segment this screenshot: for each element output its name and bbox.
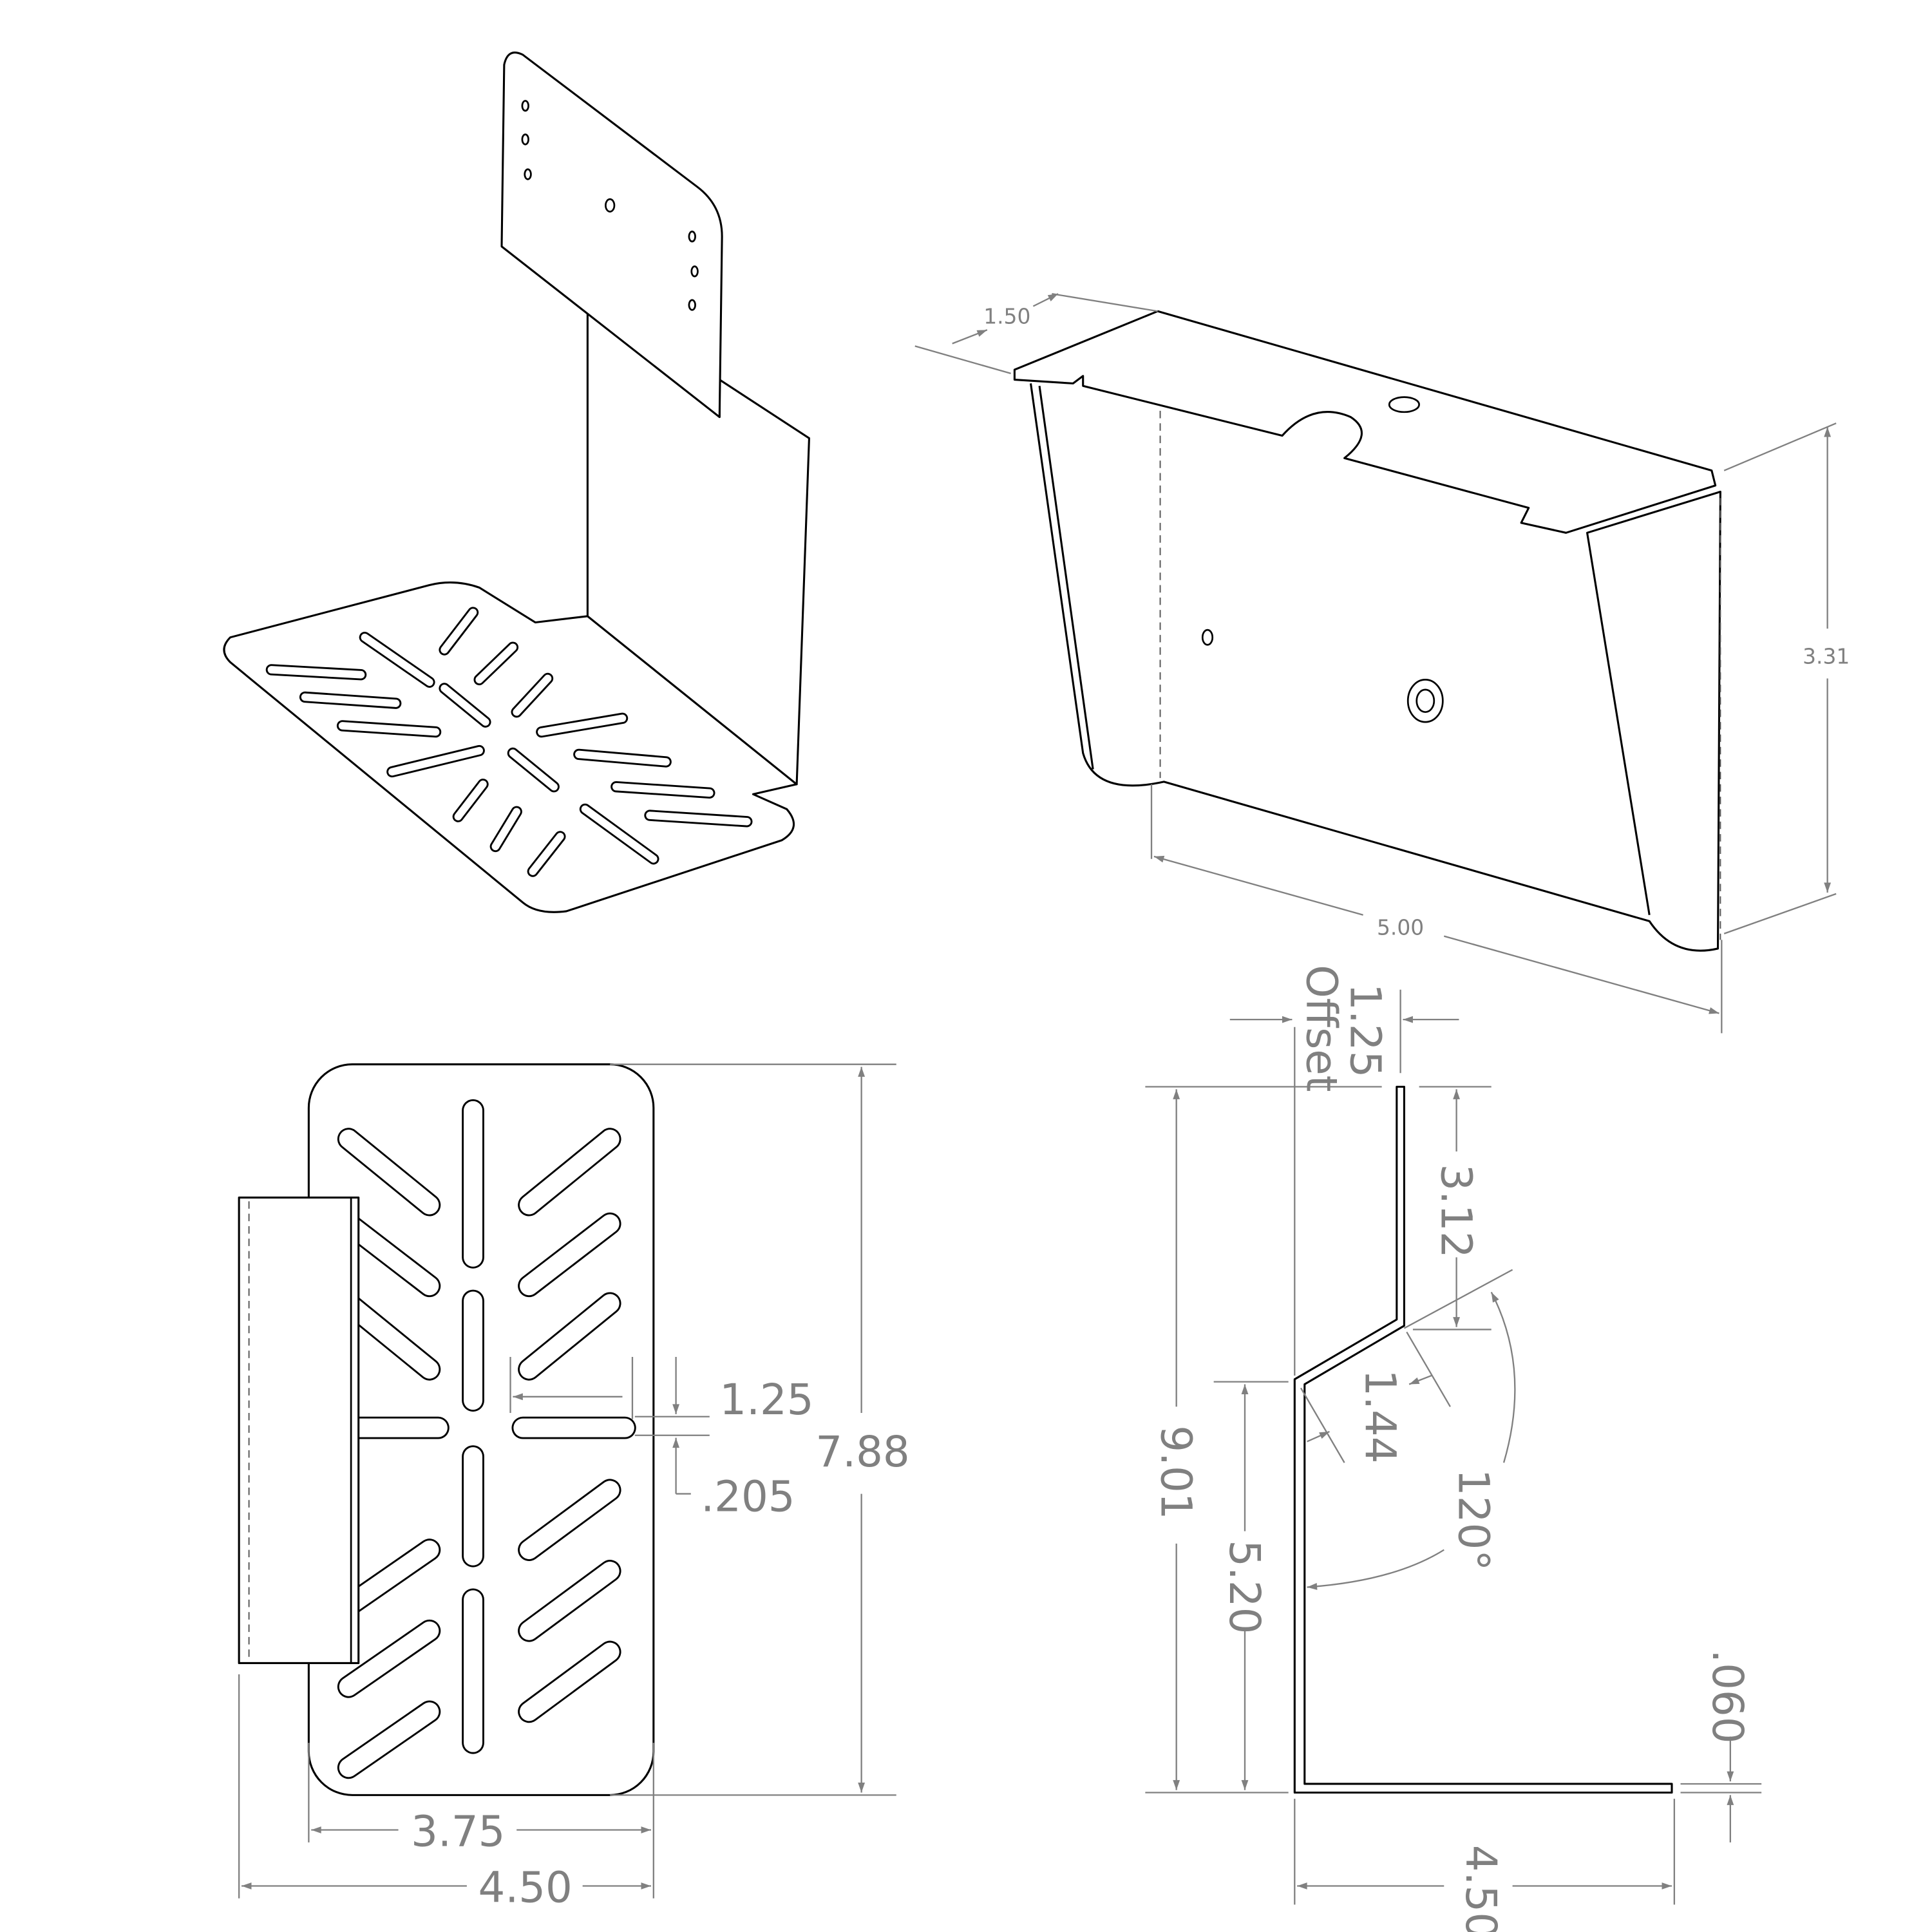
slot — [440, 685, 489, 726]
profile-view: 1.25 Offset 9.01 5.20 3.12 1.44 120° — [1145, 965, 1762, 1932]
slot — [509, 749, 558, 791]
top-flange — [1013, 310, 1717, 534]
flange-hole — [1388, 396, 1420, 413]
dim-overall-height: 7.88 — [815, 1428, 909, 1477]
isometric-view-right: 1.50 3.31 5.00 — [914, 293, 1850, 1034]
slot — [475, 643, 517, 684]
slot — [440, 609, 477, 654]
plan-view: 7.88 3.75 4.50 1.25 .205 — [238, 1063, 910, 1913]
dim-slot-width: .205 — [701, 1473, 795, 1522]
slot — [575, 750, 670, 766]
dim-overall-height: 9.01 — [1151, 1425, 1200, 1519]
isometric-view-left — [223, 52, 810, 913]
dim-jog: 1.44 — [1355, 1369, 1404, 1463]
slot — [581, 805, 658, 863]
dim-offset-value: 1.25 — [1340, 983, 1389, 1077]
base-plate — [223, 581, 798, 913]
slot — [612, 782, 714, 797]
slot — [520, 1294, 620, 1379]
dim-slot-spacing: 1.25 — [719, 1376, 813, 1425]
dim-flange-depth: 1.50 — [983, 304, 1030, 329]
slot — [338, 722, 440, 736]
slot — [520, 1561, 620, 1640]
slot — [388, 746, 483, 776]
slot — [646, 811, 751, 826]
mount-plate — [500, 52, 723, 419]
dim-length: 5.00 — [1377, 915, 1424, 940]
dim-angle: 120° — [1448, 1469, 1497, 1571]
slot — [529, 833, 564, 875]
slot — [339, 1621, 439, 1696]
side-panel — [1029, 383, 1721, 952]
dim-height: 3.31 — [1803, 643, 1850, 668]
slot — [361, 633, 433, 687]
slot — [538, 714, 627, 736]
dim-overall-width: 4.50 — [478, 1864, 573, 1913]
pem-nut — [1406, 679, 1444, 723]
dim-upper-height: 3.12 — [1431, 1164, 1480, 1258]
slot — [339, 1130, 439, 1215]
slot — [339, 1294, 439, 1379]
slot — [339, 1540, 439, 1616]
slot — [520, 1481, 620, 1560]
slot — [339, 1702, 439, 1777]
dim-plate-width: 3.75 — [411, 1808, 505, 1857]
slot — [301, 693, 400, 707]
upright-flange — [238, 1196, 360, 1665]
slot — [267, 666, 365, 679]
dim-thickness: .060 — [1703, 1649, 1752, 1743]
dim-offset-label: Offset — [1297, 965, 1346, 1092]
mount-holes — [521, 100, 699, 311]
slot — [339, 1214, 439, 1296]
dim-base-length: 4.50 — [1456, 1845, 1505, 1932]
profile-outline — [1293, 1085, 1673, 1794]
slot — [513, 674, 552, 716]
panel-hole — [1201, 629, 1214, 646]
slot — [454, 780, 487, 820]
base-slots — [265, 607, 753, 877]
slot — [520, 1642, 620, 1721]
plan-slots — [325, 1099, 636, 1779]
slot — [520, 1130, 620, 1215]
slot — [491, 808, 520, 851]
dim-lower-height: 5.20 — [1220, 1540, 1269, 1634]
slot — [520, 1214, 620, 1296]
